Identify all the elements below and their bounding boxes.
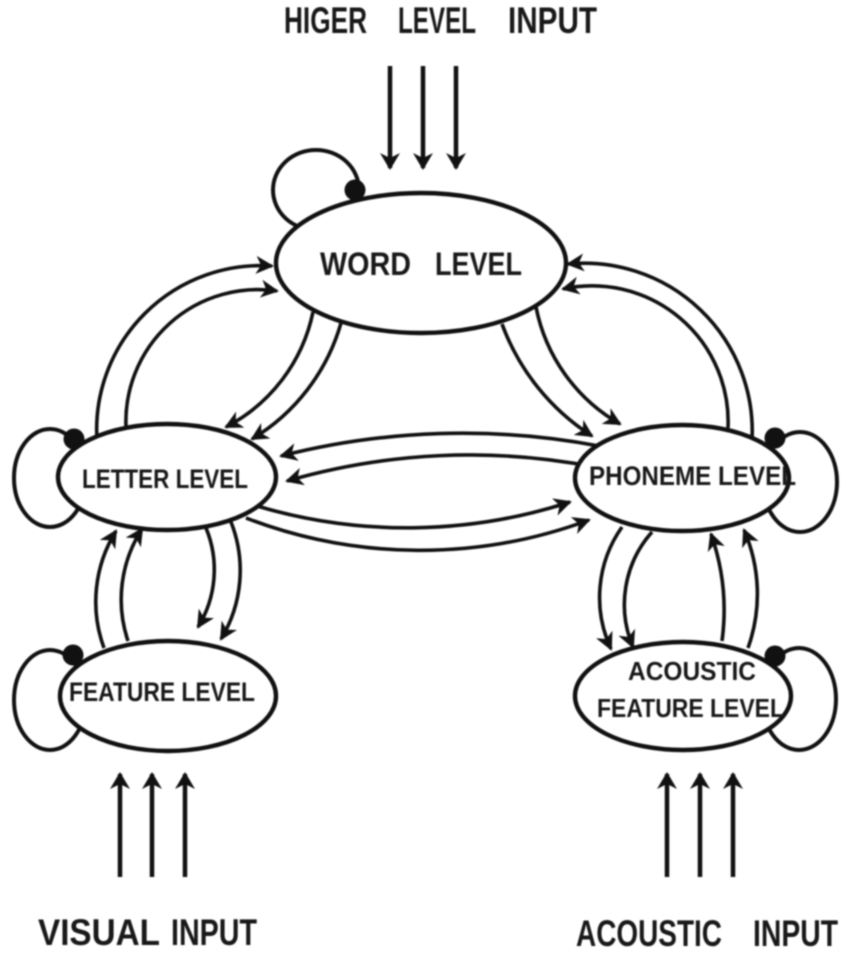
svg-text:LEVEL: LEVEL [398, 0, 476, 41]
svg-text:INPUT: INPUT [753, 913, 838, 954]
svg-text:ACOUSTIC: ACOUSTIC [576, 913, 722, 954]
svg-text:INPUT: INPUT [171, 912, 257, 953]
svg-text:PHONEME LEVEL: PHONEME LEVEL [589, 461, 796, 491]
svg-text:WORD: WORD [320, 246, 411, 282]
svg-text:ACOUSTIC: ACOUSTIC [628, 656, 756, 686]
svg-text:VISUAL: VISUAL [38, 912, 160, 953]
svg-text:FEATURE LEVEL: FEATURE LEVEL [69, 677, 255, 707]
svg-text:LEVEL: LEVEL [435, 246, 522, 282]
svg-text:LETTER LEVEL: LETTER LEVEL [82, 464, 248, 494]
svg-text:FEATURE LEVEL: FEATURE LEVEL [597, 693, 784, 723]
svg-text:HIGER: HIGER [284, 0, 367, 41]
svg-text:INPUT: INPUT [508, 0, 597, 41]
